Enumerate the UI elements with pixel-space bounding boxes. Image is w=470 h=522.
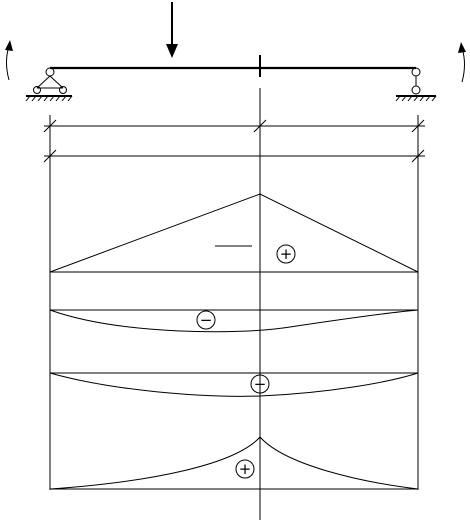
svg-text:−: −	[254, 375, 267, 393]
dimension-line-1	[43, 119, 425, 133]
pinned-support-icon	[25, 67, 73, 102]
right-moment-arrow-icon	[458, 42, 466, 83]
svg-text:+: +	[239, 460, 252, 478]
roller-support-icon	[395, 67, 437, 102]
left-moment-arrow-icon	[5, 40, 13, 81]
plus-sign-2: +	[235, 459, 255, 479]
cusp-diagram: +	[49, 436, 419, 490]
svg-text:−: −	[200, 311, 213, 329]
minus-sign-2: −	[250, 374, 270, 394]
load-arrow-icon	[166, 2, 178, 58]
triangular-moment-diagram: +	[49, 193, 419, 273]
plus-sign-1: +	[276, 244, 296, 264]
svg-text:+: +	[280, 245, 293, 263]
upper-curved-diagram: −	[49, 309, 419, 333]
minus-sign-1: −	[196, 310, 216, 330]
lower-curved-diagram: −	[49, 372, 419, 397]
dimension-line-2	[43, 149, 425, 163]
